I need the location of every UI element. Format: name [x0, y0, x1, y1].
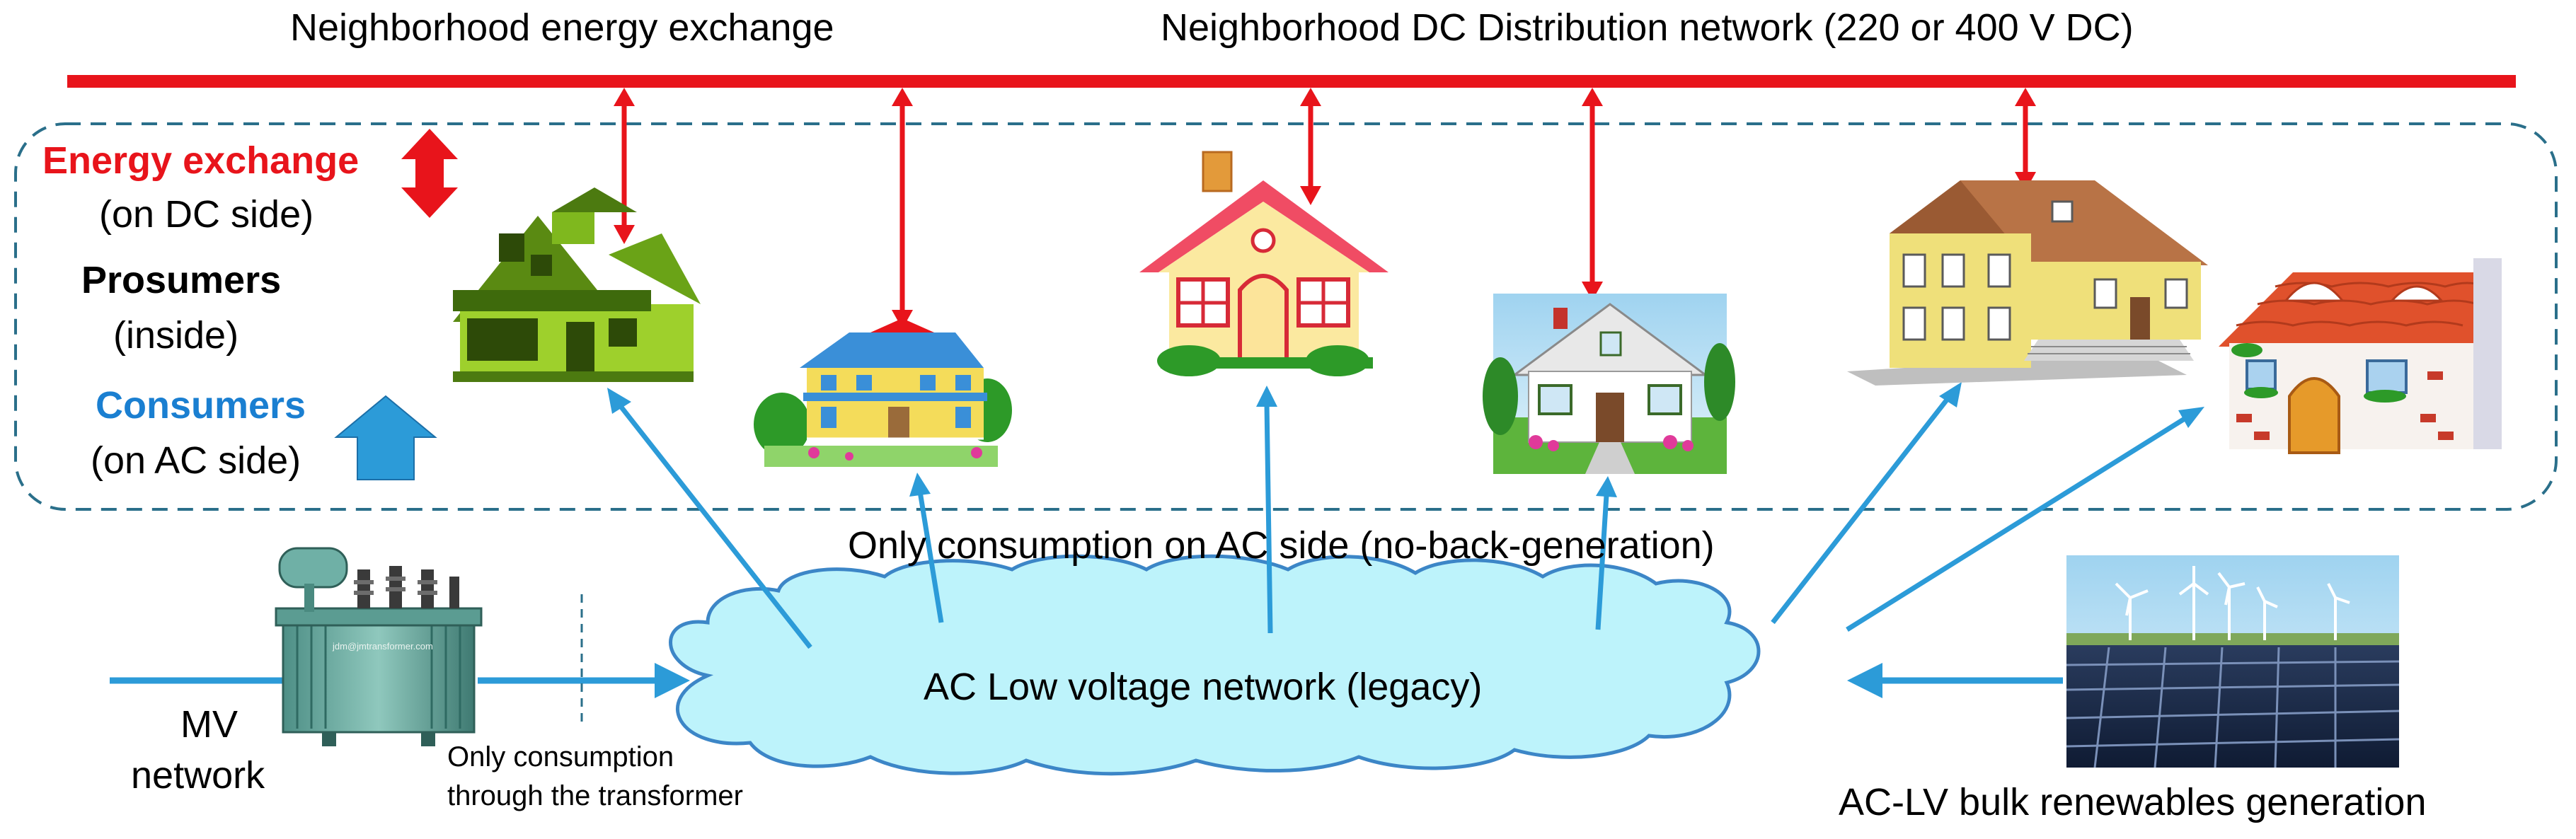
legend-prosumers: Prosumers	[81, 259, 282, 301]
house-green-icon	[453, 187, 701, 382]
legend-consumer-arrow	[334, 395, 437, 480]
dc-bus-line	[67, 75, 2516, 88]
house-yellow-blue-icon	[754, 318, 1012, 467]
label-renewables: AC-LV bulk renewables generation	[1839, 781, 2427, 823]
ac-network-cloud	[669, 554, 1761, 776]
legend-exchange-arrow	[401, 129, 458, 218]
legend-consumers-sub: (on AC side)	[91, 439, 301, 482]
legend-consumers: Consumers	[96, 384, 306, 427]
house-two-storey-icon	[1847, 180, 2208, 386]
wind-solar-farm-icon	[2066, 555, 2400, 768]
title-dc-network: Neighborhood DC Distribution network (22…	[1161, 6, 2134, 49]
label-ac-network: AC Low voltage network (legacy)	[924, 666, 1483, 708]
label-mv-line1: MV	[180, 703, 238, 746]
house-red-roof-icon	[1139, 151, 1388, 376]
transformer-icon: jdm@jmtransformer.com	[275, 547, 483, 746]
legend-energy-exchange: Energy exchange	[42, 139, 360, 182]
house-white-icon	[1483, 294, 1735, 474]
prosumer-boundary	[14, 122, 2558, 511]
legend-energy-exchange-sub: (on DC side)	[99, 193, 314, 236]
label-transformer-note-1: Only consumption	[447, 741, 674, 773]
label-transformer-note-2: through the transformer	[447, 780, 743, 811]
label-only-consumption-ac: Only consumption on AC side (no-back-gen…	[848, 524, 1715, 567]
title-energy-exchange: Neighborhood energy exchange	[290, 6, 834, 49]
house-cottage-icon	[2219, 258, 2502, 454]
transformer-plate-text: jdm@jmtransformer.com	[332, 641, 433, 652]
legend-prosumers-sub: (inside)	[113, 314, 239, 357]
ac-consumption-arrows	[607, 382, 2204, 649]
label-mv-line2: network	[131, 754, 265, 797]
